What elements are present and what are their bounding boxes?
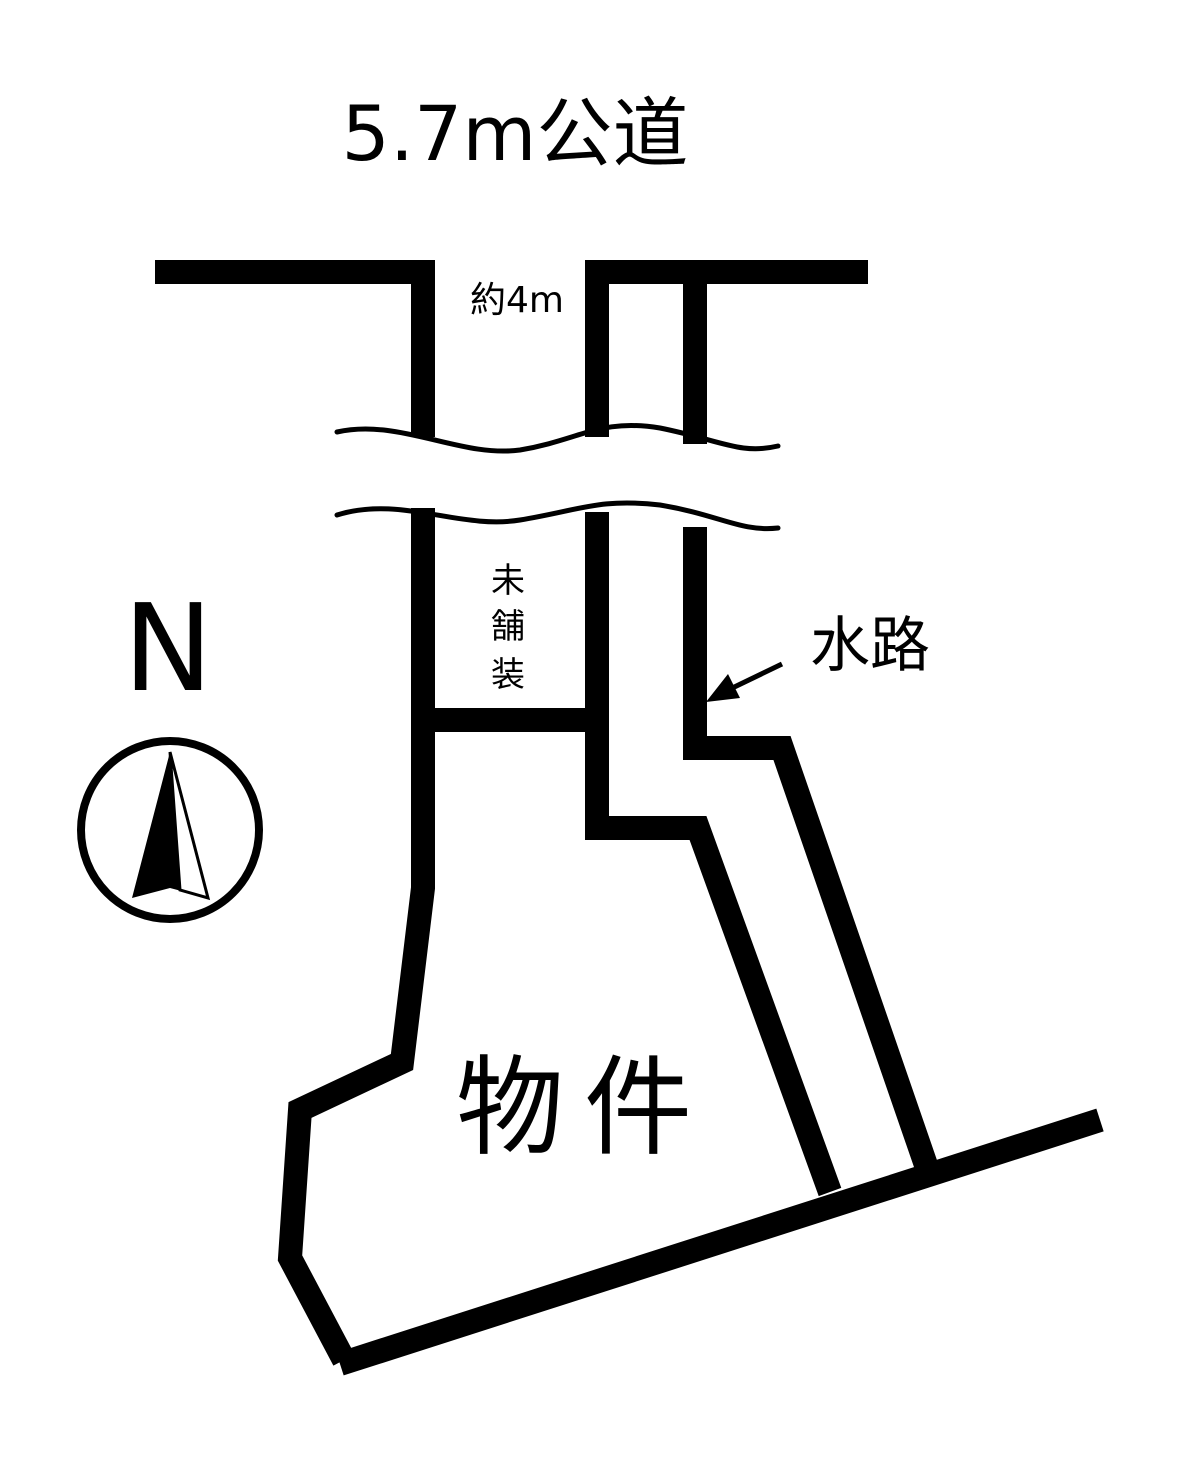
property-south-boundary (336, 1108, 1104, 1376)
property-west-boundary (277, 508, 435, 1366)
road-edge-left (155, 260, 435, 437)
property-label: 物件 (456, 1046, 712, 1171)
break-line-lower (334, 500, 781, 532)
unpaved-char-3: 装 (491, 655, 525, 695)
unpaved-char-2: 舗 (491, 607, 525, 647)
width-label: 約4m (470, 280, 564, 321)
north-label: N (123, 580, 213, 719)
north-arrow-icon (77, 737, 263, 923)
waterway-label: 水路 (810, 611, 930, 681)
road-label: 5.7m公道 (342, 89, 689, 178)
road-edge-right (585, 260, 868, 437)
property-east-boundary (585, 512, 842, 1197)
break-line-upper (334, 422, 781, 454)
arrow-icon (706, 661, 784, 702)
waterway-east-edge (683, 527, 939, 1172)
unpaved-char-1: 未 (491, 561, 525, 601)
